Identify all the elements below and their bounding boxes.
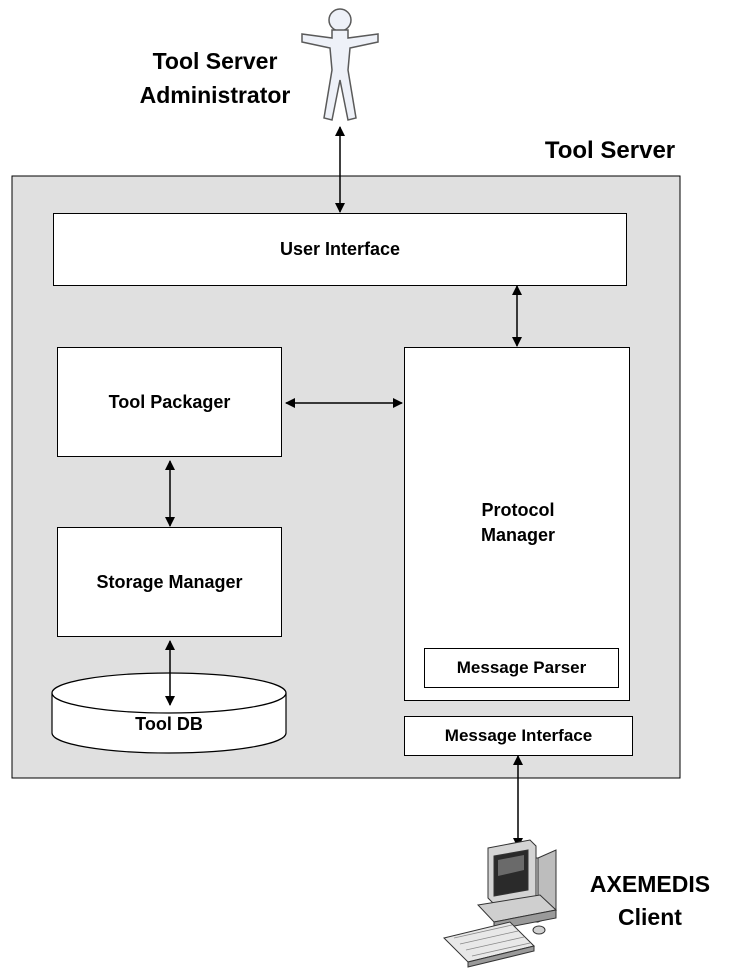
protocol-manager-box: Protocol Manager Message Parser	[404, 347, 630, 701]
message-parser-box: Message Parser	[424, 648, 619, 688]
tool-packager-box: Tool Packager	[57, 347, 282, 457]
storage-manager-box: Storage Manager	[57, 527, 282, 637]
client-label-line2: Client	[618, 904, 682, 930]
client-label: AXEMEDIS Client	[575, 868, 725, 934]
user-interface-box: User Interface	[53, 213, 627, 286]
message-interface-box: Message Interface	[404, 716, 633, 756]
person-icon	[301, 8, 379, 121]
computer-icon	[443, 839, 558, 968]
protocol-manager-label-line1: Protocol	[481, 500, 555, 520]
tool-db-label: Tool DB	[135, 714, 203, 734]
admin-label: Tool Server Administrator	[120, 44, 310, 112]
admin-label-line2: Administrator	[139, 82, 291, 108]
tool-server-title: Tool Server	[544, 137, 676, 164]
protocol-manager-label-line2: Manager	[480, 525, 556, 545]
protocol-manager-label: Protocol Manager	[405, 498, 631, 548]
client-label-line1: AXEMEDIS	[589, 871, 711, 897]
admin-label-line1: Tool Server	[152, 48, 278, 74]
